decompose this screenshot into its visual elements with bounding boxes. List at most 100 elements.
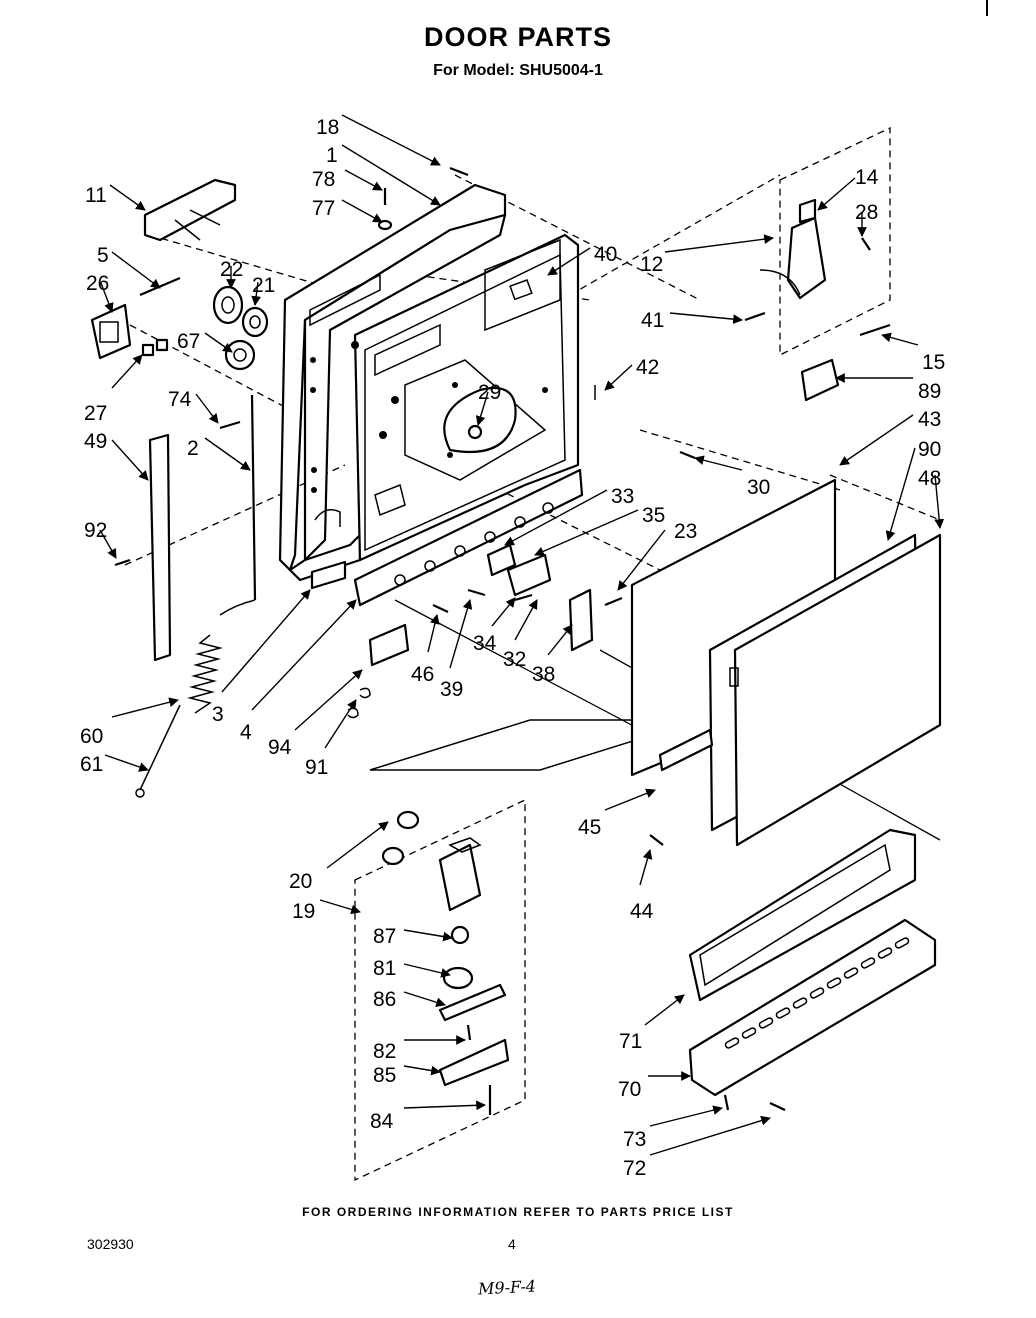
console-slot <box>724 1037 740 1049</box>
handwritten-note: M9-F-4 <box>477 1276 537 1299</box>
callout-number: 1 <box>326 144 338 167</box>
leader-arrow <box>204 437 251 471</box>
leader-arrow <box>885 447 916 541</box>
rod-part-2 <box>219 394 257 616</box>
callout-73: 73 <box>623 1105 723 1151</box>
callout-30: 30 <box>694 455 770 499</box>
callout-45: 45 <box>578 788 656 839</box>
callout-32: 32 <box>503 599 538 671</box>
callout-15: 15 <box>881 332 945 374</box>
part-26-bracket <box>90 303 132 360</box>
callout-85: 85 <box>373 1064 441 1087</box>
console-slot <box>860 957 876 969</box>
callout-20: 20 <box>289 821 389 893</box>
callout-number: 74 <box>168 388 192 411</box>
leader-arrow <box>104 754 149 772</box>
callout-number: 43 <box>918 408 941 431</box>
leader-arrow <box>534 509 639 556</box>
leader-arrow <box>817 177 856 211</box>
callout-number: 2 <box>187 437 199 460</box>
door-front-panels <box>630 478 942 847</box>
callout-19: 19 <box>292 899 361 923</box>
callout-49: 49 <box>84 430 149 481</box>
part-27-knobs <box>141 338 169 357</box>
callout-82: 82 <box>373 1035 466 1063</box>
callout-94: 94 <box>268 669 363 759</box>
bottom-channel <box>353 468 584 607</box>
leader-arrow <box>504 489 608 546</box>
callout-number: 60 <box>80 725 103 748</box>
callout-number: 82 <box>373 1040 396 1063</box>
hinge-parts <box>381 810 510 1115</box>
callout-number: 45 <box>578 816 601 839</box>
leader-arrow <box>403 1065 441 1076</box>
callout-number: 73 <box>623 1128 646 1151</box>
callout-number: 4 <box>240 721 252 744</box>
callout-60: 60 <box>80 697 179 748</box>
latch-parts <box>594 198 891 402</box>
callout-35: 35 <box>534 504 665 556</box>
leader-arrow <box>294 669 363 731</box>
callout-number: 21 <box>252 274 275 297</box>
leader-arrow <box>449 599 473 669</box>
callout-number: 67 <box>177 330 200 353</box>
part-11-bracket <box>143 178 237 242</box>
callout-29: 29 <box>475 381 501 426</box>
callout-74: 74 <box>168 388 219 424</box>
part-5-pin <box>139 276 181 297</box>
callout-number: 84 <box>370 1110 394 1133</box>
leader-arrow <box>344 169 383 191</box>
pulley-parts <box>212 285 269 371</box>
callout-41: 41 <box>641 309 743 332</box>
callout-28: 28 <box>855 201 878 237</box>
leader-arrow <box>403 929 453 942</box>
callout-61: 61 <box>80 753 149 776</box>
leader-arrow <box>111 697 179 718</box>
callout-number: 35 <box>642 504 665 527</box>
callout-number: 28 <box>855 201 878 224</box>
leader-arrow <box>251 599 357 711</box>
callout-2: 2 <box>187 437 251 471</box>
callout-number: 18 <box>316 116 339 139</box>
leader-arrow <box>319 899 361 915</box>
center-bracket-parts <box>486 543 594 652</box>
part-45-bar <box>658 728 714 772</box>
leader-arrow <box>403 963 451 978</box>
callout-number: 32 <box>503 648 526 671</box>
page-title: DOOR PARTS <box>423 22 612 52</box>
console-slot <box>758 1017 774 1029</box>
callout-90: 90 <box>885 438 941 541</box>
spring-part-60 <box>135 634 223 798</box>
leader-arrow <box>111 354 143 389</box>
callout-18: 18 <box>316 114 441 166</box>
console-slot <box>741 1027 757 1039</box>
console-slot <box>843 967 859 979</box>
callout-71: 71 <box>619 994 685 1053</box>
callout-38: 38 <box>532 624 573 686</box>
callout-number: 39 <box>440 678 463 701</box>
callout-21: 21 <box>251 274 275 306</box>
callout-number: 71 <box>619 1030 642 1053</box>
callout-72: 72 <box>623 1115 771 1180</box>
side-strip-49 <box>148 433 172 662</box>
callout-11: 11 <box>85 184 146 211</box>
console-panel-70 <box>688 918 937 1097</box>
callout-number: 48 <box>918 467 941 490</box>
callout-number: 26 <box>86 272 109 295</box>
callout-43: 43 <box>839 408 941 466</box>
screws <box>114 166 871 1111</box>
margin-mark <box>986 0 988 16</box>
leader-arrow <box>109 184 146 211</box>
leader-arrow <box>403 991 446 1008</box>
page-number: 4 <box>508 1236 516 1252</box>
leader-arrow <box>221 589 311 693</box>
leader-arrow <box>604 788 656 811</box>
callout-number: 3 <box>212 703 224 726</box>
callout-number: 70 <box>618 1078 641 1101</box>
callout-46: 46 <box>411 614 440 686</box>
leader-arrow <box>99 529 117 559</box>
callout-3: 3 <box>212 589 311 726</box>
leader-arrow <box>111 251 161 289</box>
callout-34: 34 <box>473 597 516 655</box>
